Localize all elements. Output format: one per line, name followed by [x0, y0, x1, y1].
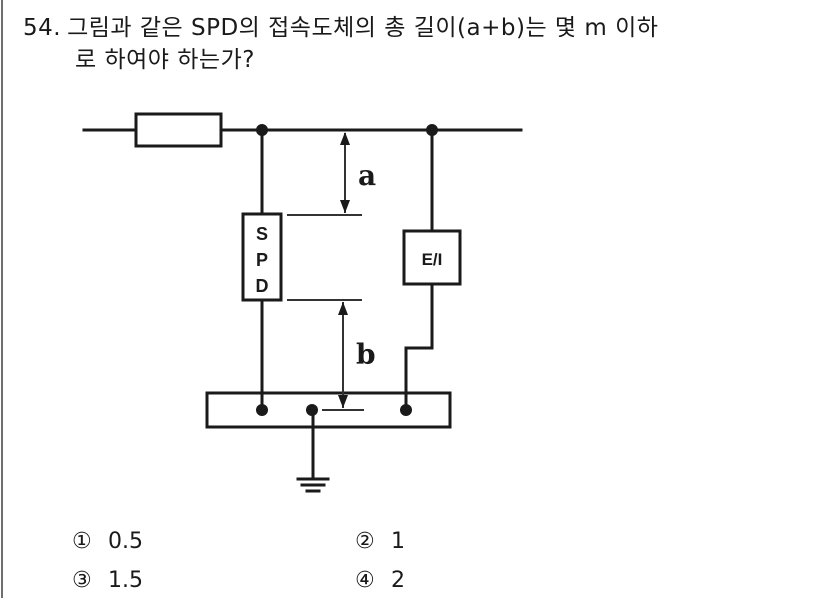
- choice-marker: ④: [355, 568, 375, 593]
- junction-dot: [306, 404, 318, 416]
- arrow-down-icon: [338, 395, 348, 408]
- junction-dot: [400, 404, 412, 416]
- choice-value: 0.5: [108, 529, 143, 554]
- equipment-label: E/I: [422, 250, 443, 269]
- resistor-symbol: [134, 112, 223, 148]
- question-number: 54.: [23, 15, 62, 41]
- junction-dot: [426, 124, 438, 136]
- choice-value: 2: [391, 568, 405, 593]
- arrow-up-icon: [338, 302, 348, 315]
- choice-marker: ①: [72, 529, 92, 554]
- choice-marker: ②: [355, 529, 375, 554]
- spd-label-p: P: [256, 250, 268, 270]
- dimension-a-label: a: [358, 159, 376, 192]
- choice-value: 1.5: [108, 568, 143, 593]
- spd-label-s: S: [256, 224, 268, 244]
- question-text: 54.그림과 같은 SPD의 접속도체의 총 길이(a+b)는 몇 m 이하 로…: [23, 12, 803, 76]
- choice-value: 1: [391, 529, 405, 554]
- junction-dot: [256, 404, 268, 416]
- arrow-up-icon: [340, 132, 350, 145]
- choice-marker: ③: [72, 568, 92, 593]
- choice-1[interactable]: ① 0.5: [72, 528, 143, 556]
- spd-label-d: D: [256, 276, 269, 296]
- bonding-bar: [205, 391, 452, 429]
- junction-dot: [256, 124, 268, 136]
- question-line-2: 로 하여야 하는가?: [75, 47, 255, 73]
- page-left-border: [1, 0, 3, 598]
- equipment-lower-wire: [404, 282, 434, 412]
- dimension-b-label: b: [356, 338, 376, 371]
- arrow-down-icon: [340, 200, 350, 213]
- choice-3[interactable]: ③ 1.5: [72, 567, 143, 595]
- question-line-1: 54.그림과 같은 SPD의 접속도체의 총 길이(a+b)는 몇 m 이하: [23, 15, 659, 41]
